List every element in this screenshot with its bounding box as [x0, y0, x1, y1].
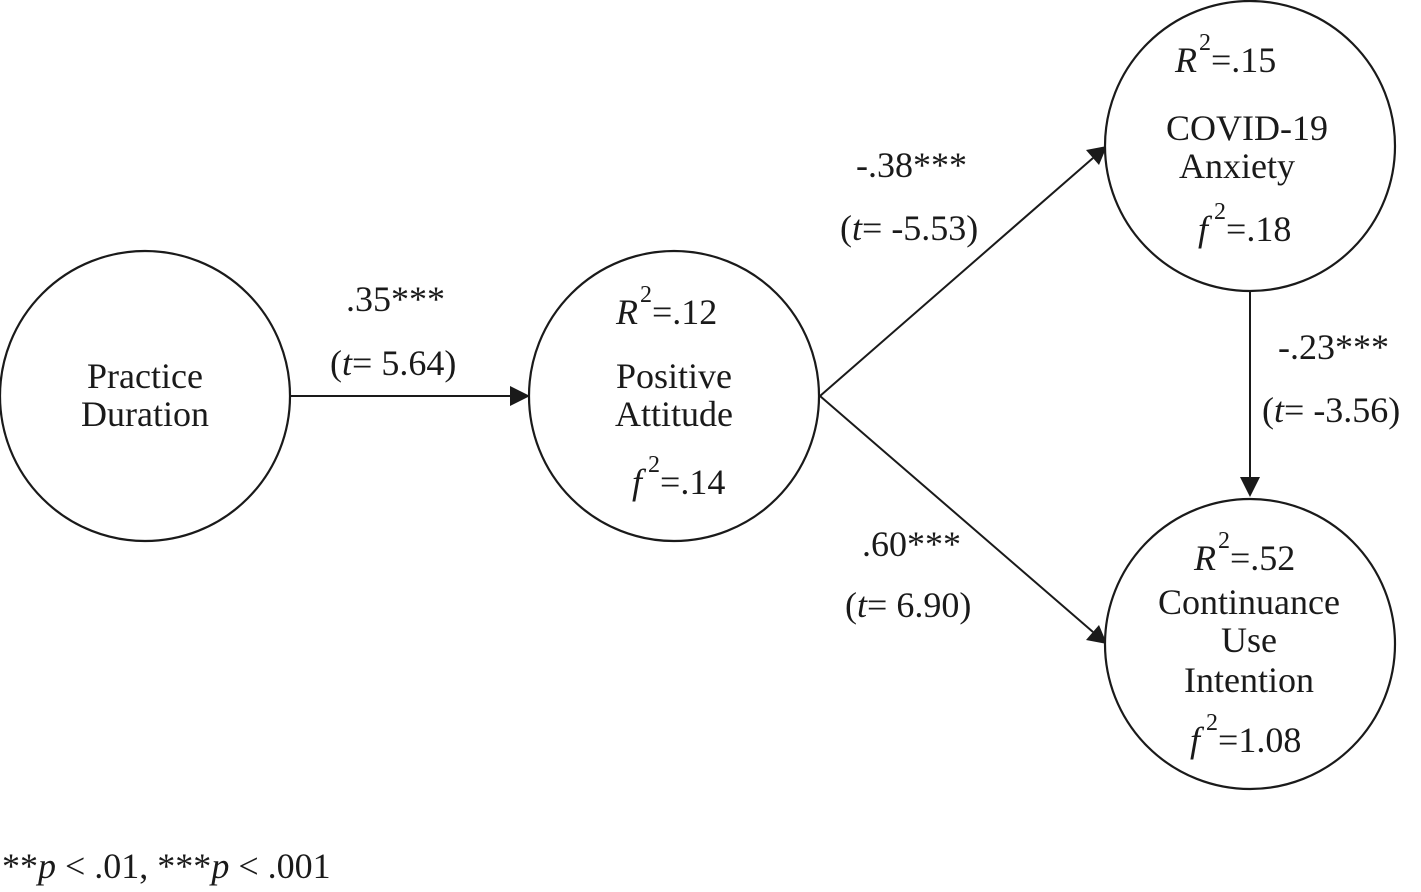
node-label-line-2: Attitude [615, 394, 733, 434]
arrowhead-anxiety-to-continuance [1240, 477, 1260, 497]
path-label-anxiety-to-continuance: -.23*** (t= -3.56) [1262, 327, 1400, 430]
footnote-stars: ** [2, 846, 38, 886]
f-superscript: 2 [1206, 710, 1218, 736]
r-superscript: 2 [640, 282, 652, 308]
node-practice-duration: Practice Duration [0, 249, 292, 543]
footnote-p-symbol: p [35, 846, 56, 886]
node-label-line-1: Continuance [1158, 582, 1340, 622]
f-squared-value: =.14 [660, 462, 725, 502]
f-superscript: 2 [648, 452, 660, 478]
r-superscript: 2 [1218, 528, 1230, 554]
path-label-attitude-to-continuance: .60*** (t= 6.90) [845, 524, 971, 625]
t-symbol: t [342, 343, 353, 383]
t-symbol: t [857, 585, 868, 625]
node-label-line-1: Practice [87, 356, 203, 396]
edge-attitude-to-anxiety [819, 157, 1094, 397]
f-superscript: 2 [1214, 199, 1226, 225]
r-symbol: R [1193, 538, 1216, 578]
path-label-attitude-to-anxiety: -.38*** (t= -5.53) [840, 145, 978, 248]
t-value: = -5.53) [862, 208, 978, 248]
node-label-line-3: Intention [1184, 660, 1314, 700]
node-label-line-1: Positive [616, 356, 732, 396]
r-squared-value: =.52 [1230, 538, 1295, 578]
t-value: = 6.90) [867, 585, 971, 625]
r-superscript: 2 [1199, 30, 1211, 56]
path-t-statistic: (t= -5.53) [840, 208, 978, 248]
path-label-practice-to-attitude: .35*** (t= 5.64) [330, 279, 456, 383]
node-label-line-2: Duration [81, 394, 209, 434]
node-circle [1103, 497, 1397, 791]
paren-open: ( [1262, 390, 1274, 430]
t-value: = -3.56) [1284, 390, 1400, 430]
r-squared: R2=.12 [615, 282, 717, 332]
t-symbol: t [1274, 390, 1285, 430]
arrowhead-practice-to-attitude [510, 386, 530, 406]
footnote-p-symbol: p [208, 846, 229, 886]
r-squared: R2=.15 [1174, 30, 1276, 80]
path-coefficient: -.23*** [1278, 327, 1389, 367]
node-label-line-1: COVID-19 [1166, 108, 1328, 148]
node-circle [0, 249, 292, 543]
r-squared-value: =.12 [652, 292, 717, 332]
node-circle [1103, 0, 1397, 293]
path-t-statistic: (t= 6.90) [845, 585, 971, 625]
path-coefficient: .60*** [862, 524, 961, 564]
arrowhead-attitude-to-anxiety [1086, 146, 1107, 165]
r-squared-value: =.15 [1211, 40, 1276, 80]
paren-open: ( [845, 585, 857, 625]
f-squared-value: =1.08 [1218, 720, 1301, 760]
path-t-statistic: (t= 5.64) [330, 343, 456, 383]
r-squared: R2=.52 [1193, 528, 1295, 578]
significance-footnote: **p < .01, ***p < .001 [2, 846, 331, 886]
node-label-line-2: Anxiety [1179, 146, 1295, 186]
footnote-end: < .001 [229, 846, 330, 886]
node-circle [527, 249, 821, 543]
t-symbol: t [852, 208, 863, 248]
path-coefficient: .35*** [346, 279, 445, 319]
path-coefficient: -.38*** [856, 145, 967, 185]
footnote-mid: < .01, *** [56, 846, 211, 886]
node-label-line-2: Use [1221, 620, 1277, 660]
edges [290, 146, 1260, 644]
paren-open: ( [330, 343, 342, 383]
path-t-statistic: (t= -3.56) [1262, 390, 1400, 430]
arrowhead-attitude-to-continuance [1086, 625, 1107, 644]
r-symbol: R [1174, 40, 1197, 80]
edge-attitude-to-continuance [819, 395, 1094, 633]
paren-open: ( [840, 208, 852, 248]
r-symbol: R [615, 292, 638, 332]
t-value: = 5.64) [352, 343, 456, 383]
f-squared-value: =.18 [1226, 209, 1291, 249]
